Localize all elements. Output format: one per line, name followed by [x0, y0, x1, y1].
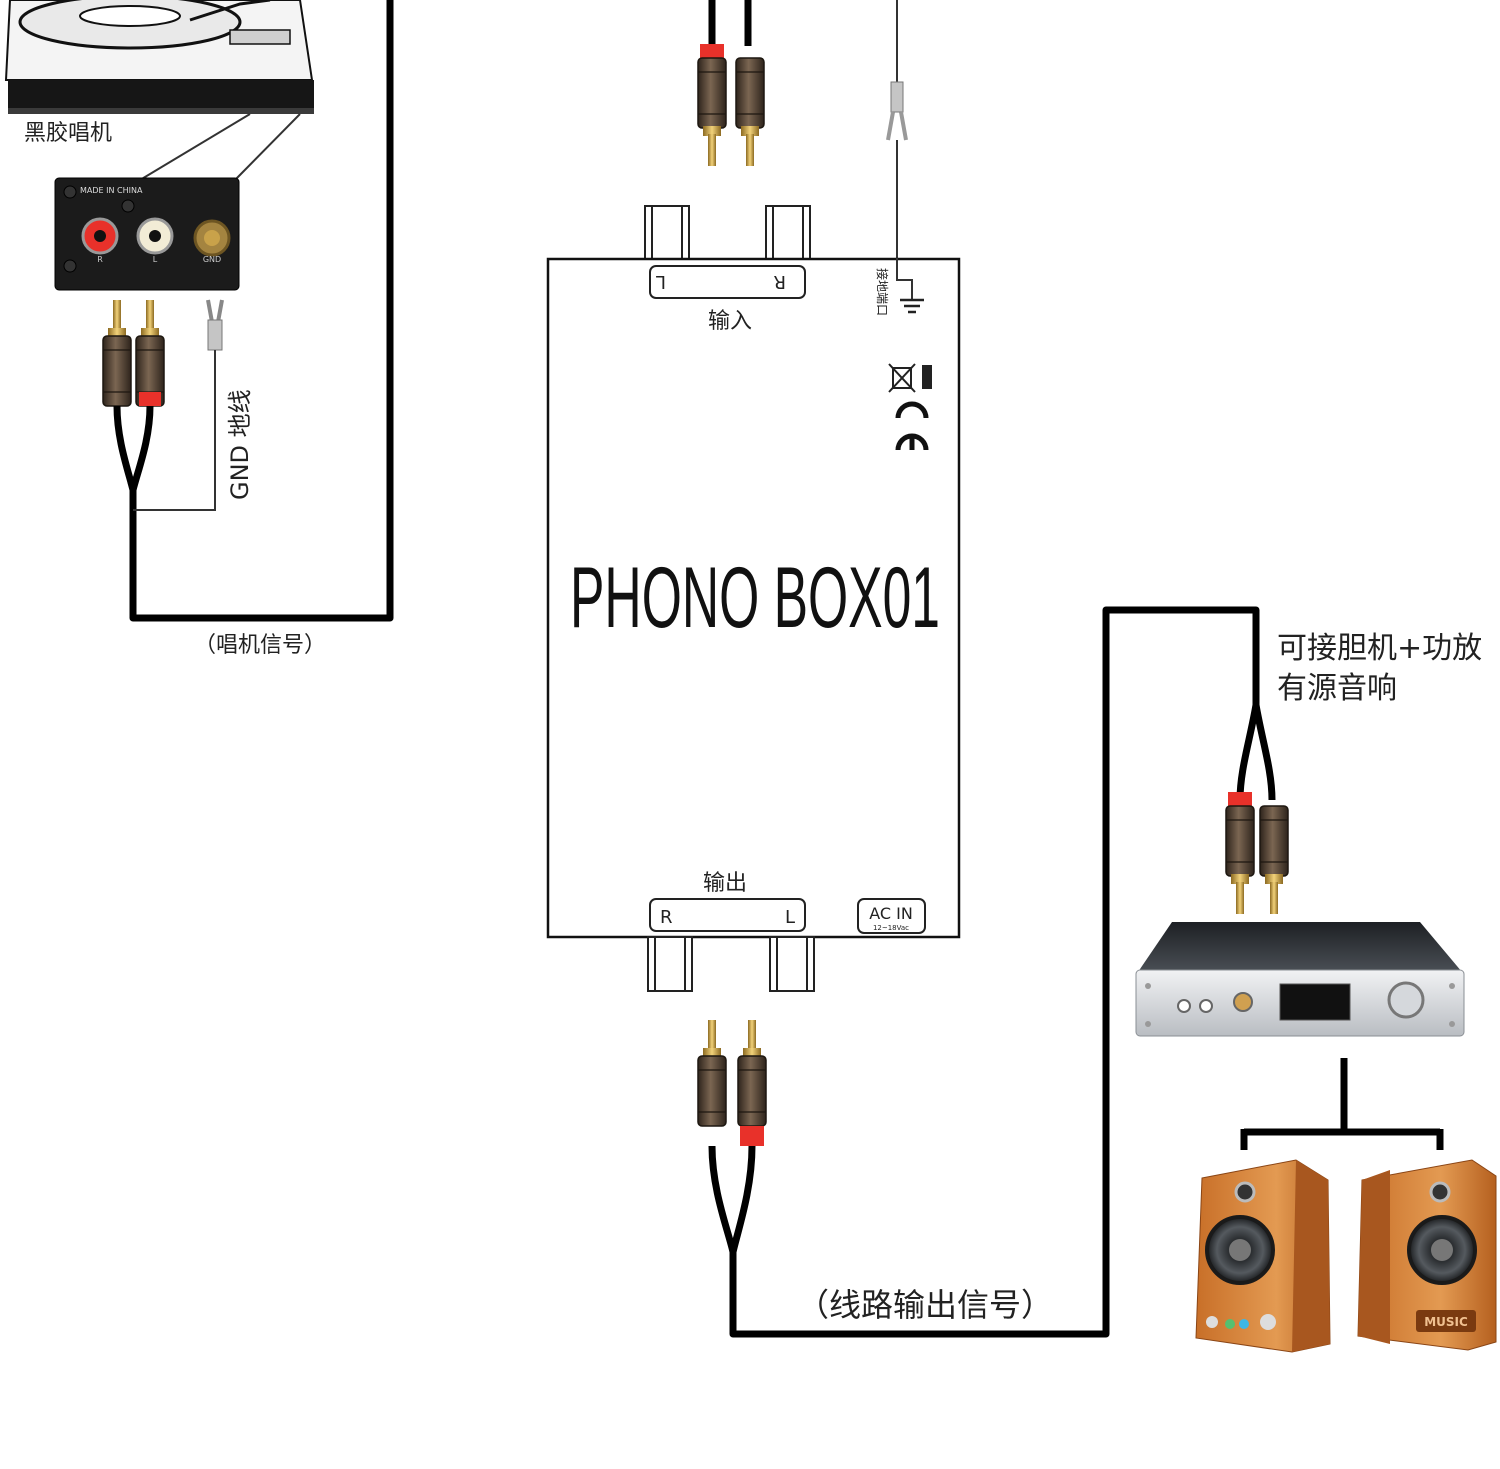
phono-box-body	[546, 257, 961, 939]
amp-display	[1279, 983, 1351, 1021]
phono-box: L R 输入 接地端口 PHONO BOX01 输出 R L AC IN 12~	[546, 205, 961, 992]
svg-text:R: R	[660, 907, 673, 928]
ac-in-voltage: 12~18Vac	[873, 924, 909, 932]
amp-note-line2: 有源音响	[1277, 671, 1397, 706]
phono-box-title: PHONO BOX01	[570, 550, 940, 646]
speaker-right: MUSIC	[1357, 1159, 1497, 1351]
svg-text:L: L	[785, 907, 795, 928]
gnd-wire-label: GND 地线	[226, 389, 254, 500]
output-rca-cable: （线路输出信号） 可接胆机+功放 有源音响	[697, 606, 1482, 1338]
speaker-left	[1195, 1159, 1331, 1353]
amplifier	[1135, 922, 1465, 1037]
turntable-rca-cable: GND 地线 （唱机信号）	[102, 0, 394, 658]
turntable-label: 黑胶唱机	[24, 121, 112, 146]
turntable-connector-panel: MADE IN CHINA R L GND	[54, 113, 301, 291]
turntable: 黑胶唱机	[4, 0, 314, 146]
input-rca-cable	[697, 0, 908, 258]
line-out-label: （线路输出信号）	[797, 1286, 1053, 1324]
svg-text:GND: GND	[203, 255, 221, 264]
svg-text:L: L	[153, 255, 158, 264]
output-label: 输出	[703, 871, 747, 896]
speaker-badge: MUSIC	[1424, 1315, 1468, 1329]
ac-in-label: AC IN	[869, 904, 913, 923]
svg-text:R: R	[773, 271, 786, 292]
weee-bin-icon	[888, 363, 932, 393]
amp-note-line1: 可接胆机+功放	[1277, 631, 1482, 666]
ac-in-port	[857, 898, 926, 934]
ce-mark-icon	[895, 401, 929, 451]
input-label: 输入	[708, 309, 752, 334]
ground-port-label: 接地端口	[875, 268, 890, 316]
svg-text:L: L	[656, 271, 666, 292]
svg-text:R: R	[97, 255, 103, 264]
volume-knob	[1387, 981, 1425, 1019]
panel-header: MADE IN CHINA	[80, 186, 143, 195]
turntable-signal-label: （唱机信号）	[194, 633, 326, 658]
